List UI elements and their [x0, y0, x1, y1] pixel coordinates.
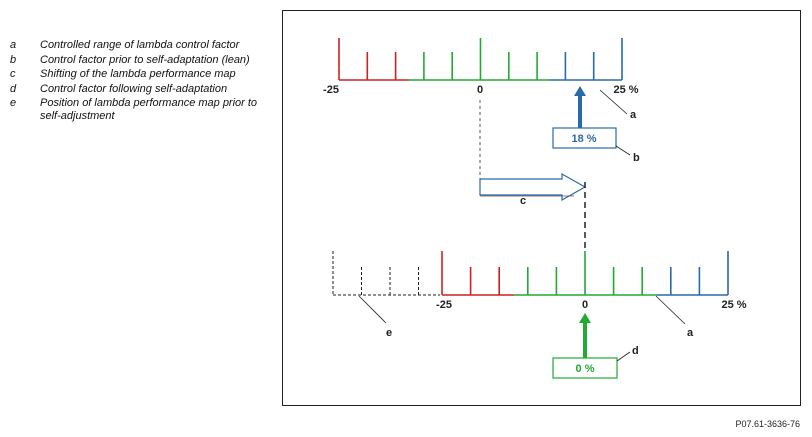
old-map-position — [332, 251, 440, 296]
legend-key: c — [10, 68, 16, 80]
top-scale — [338, 38, 623, 81]
callout-e: e — [386, 327, 392, 339]
reference-code: P07.61-3636-76 — [735, 419, 800, 429]
legend-text: Control factor prior to self-adaptation … — [40, 53, 250, 66]
legend-item-e: e Position of lambda performance map pri… — [10, 97, 265, 122]
bottom-max-label: 25 % — [721, 299, 746, 311]
legend-text: Control factor following self-adaptation — [40, 82, 228, 95]
legend-item-d: d Control factor following self-adaptati… — [10, 83, 265, 96]
top-zero-label: 0 — [477, 84, 483, 96]
bottom-zero-label: 0 — [582, 299, 588, 311]
callout-line-b — [615, 145, 631, 156]
diagram-frame — [282, 10, 801, 406]
bottom-min-label: -25 — [436, 299, 452, 311]
top-min-label: -25 — [323, 84, 339, 96]
legend-key: a — [10, 39, 17, 51]
legend-text: Position of lambda performance map prior… — [40, 97, 258, 122]
legend-item-b: b Control factor prior to self-adaptatio… — [10, 54, 265, 67]
legend-key: b — [10, 53, 17, 66]
top-indicator-box — [552, 127, 617, 149]
callout-line-e — [358, 295, 387, 324]
legend: a Controlled range of lambda control fac… — [10, 39, 265, 124]
callout-line-a-bottom — [655, 295, 686, 325]
top-indicator-value: 18 % — [571, 133, 596, 145]
legend-key: d — [10, 82, 17, 95]
bottom-indicator-box — [552, 357, 618, 379]
bottom-scale — [441, 251, 729, 296]
legend-text: Controlled range of lambda control facto… — [40, 39, 240, 51]
bottom-indicator-arrow — [579, 313, 591, 358]
callout-a-top: a — [630, 109, 637, 121]
callout-a-bottom: a — [687, 327, 694, 339]
legend-key: e — [10, 97, 17, 109]
bottom-indicator-value: 0 % — [576, 363, 595, 375]
top-indicator-arrow — [574, 86, 586, 128]
lambda-diagram: -25 0 25 % 18 % a b c -25 0 25 % 0 % a d… — [323, 38, 747, 379]
callout-c: c — [520, 195, 526, 207]
callout-b: b — [633, 152, 640, 164]
legend-item-a: a Controlled range of lambda control fac… — [10, 39, 265, 52]
callout-d: d — [632, 345, 639, 357]
shift-arrow — [479, 172, 587, 202]
legend-item-c: c Shifting of the lambda performance map — [10, 68, 265, 81]
callout-line-a-top — [599, 89, 628, 115]
callout-line-d — [616, 351, 631, 362]
legend-text: Shifting of the lambda performance map — [40, 68, 236, 80]
top-max-label: 25 % — [613, 84, 638, 96]
